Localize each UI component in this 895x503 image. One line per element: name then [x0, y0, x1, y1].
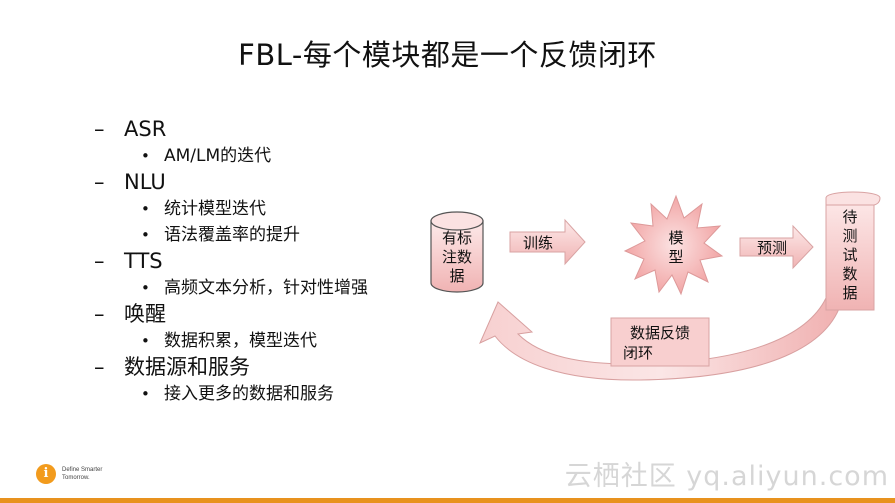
feedback-box-label-1: 数据反馈	[630, 324, 690, 342]
dash-marker: –	[94, 249, 105, 273]
outline-label: 数据源和服务	[124, 355, 250, 379]
sub-item: • 语法覆盖率的提升	[94, 222, 434, 248]
sub-item-label: 接入更多的数据和服务	[164, 384, 334, 404]
bullet-marker: •	[141, 200, 150, 218]
dash-marker: –	[94, 355, 105, 379]
dash-marker: –	[94, 170, 105, 194]
predict-arrow-label: 预测	[757, 239, 787, 257]
labeled-data-cylinder: 有标 注数 据	[430, 211, 484, 293]
logo-line-2: Tomorrow.	[62, 475, 90, 481]
sub-item: • 统计模型迭代	[94, 196, 434, 222]
sub-item: • 高频文本分析，针对性增强	[94, 275, 434, 301]
scroll-label-4: 数	[842, 265, 857, 283]
sub-item-label: 高频文本分析，针对性增强	[164, 278, 368, 298]
test-data-scroll: 待 测 试 数 据	[825, 191, 881, 311]
sub-item-label: 统计模型迭代	[164, 199, 266, 219]
company-logo-icon	[36, 464, 56, 484]
model-starburst: 模 型	[623, 194, 724, 296]
logo-line-1: Define Smarter	[62, 467, 103, 473]
outline-label: TTS	[124, 249, 163, 273]
outline-item-data-services: – 数据源和服务	[94, 354, 434, 381]
model-label-1: 模	[668, 229, 683, 247]
predict-arrow: 预测	[739, 224, 814, 270]
outline-label: NLU	[124, 170, 166, 194]
dash-marker: –	[94, 117, 105, 141]
outline-label: ASR	[124, 117, 167, 141]
cylinder-label-3: 据	[449, 267, 464, 285]
model-label-2: 型	[668, 248, 683, 266]
logo-tagline: Define Smarter Tomorrow.	[62, 466, 102, 482]
sub-item: • 接入更多的数据和服务	[94, 381, 434, 407]
sub-item-label: 数据积累，模型迭代	[164, 331, 317, 351]
outline-list: – ASR • AM/LM的迭代 – NLU • 统计模型迭代 • 语法覆盖率的…	[94, 116, 434, 407]
bullet-marker: •	[141, 385, 150, 403]
bullet-marker: •	[141, 279, 150, 297]
outline-item-wakeup: – 唤醒	[94, 301, 434, 328]
sub-item: • 数据积累，模型迭代	[94, 328, 434, 354]
scroll-label-1: 待	[842, 208, 857, 226]
bullet-marker: •	[141, 147, 150, 165]
sub-item: • AM/LM的迭代	[94, 143, 434, 169]
train-arrow: 训练	[509, 218, 586, 266]
cylinder-label-1: 有标	[442, 229, 472, 247]
train-arrow-label: 训练	[523, 234, 553, 252]
bullet-marker: •	[141, 226, 150, 244]
sub-item-label: AM/LM的迭代	[164, 146, 272, 166]
outline-label: 唤醒	[124, 302, 166, 326]
outline-item-nlu: – NLU	[94, 169, 434, 196]
slide-title: FBL-每个模块都是一个反馈闭环	[238, 38, 657, 72]
footer-bar	[0, 498, 895, 503]
cylinder-label-2: 注数	[442, 248, 472, 266]
bullet-marker: •	[141, 332, 150, 350]
feedback-box: 数据反馈 闭环	[610, 317, 710, 367]
outline-item-asr: – ASR	[94, 116, 434, 143]
feedback-arc-arrow	[479, 297, 843, 381]
dash-marker: –	[94, 302, 105, 326]
outline-item-tts: – TTS	[94, 248, 434, 275]
feedback-box-label-2: 闭环	[623, 344, 653, 362]
sub-item-label: 语法覆盖率的提升	[164, 225, 300, 245]
scroll-label-5: 据	[842, 284, 857, 302]
watermark: 云栖社区 yq.aliyun.com	[564, 461, 889, 492]
scroll-label-3: 试	[842, 246, 857, 264]
scroll-label-2: 测	[842, 227, 857, 245]
